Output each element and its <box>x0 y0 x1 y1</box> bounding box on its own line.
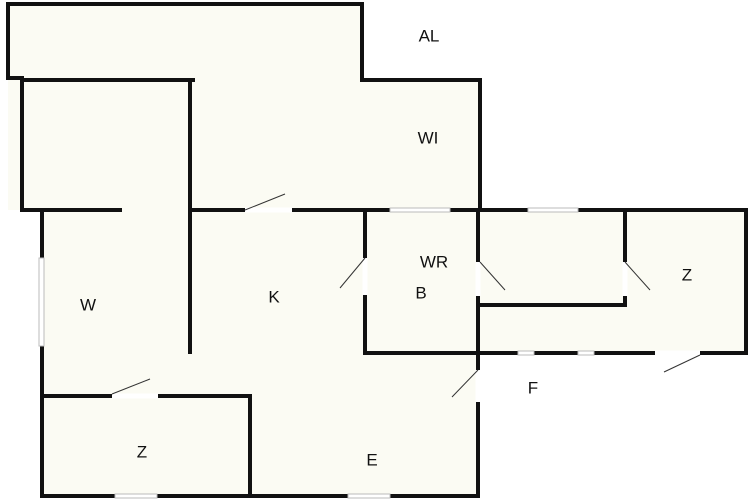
room-right-wing <box>480 210 746 353</box>
label-z-right: Z <box>682 265 692 284</box>
wall-right-wing <box>478 208 748 355</box>
room-k-w-e <box>42 210 478 496</box>
door-k-top <box>244 193 286 211</box>
door-right-wing <box>479 261 506 291</box>
wall-top <box>6 2 482 212</box>
label-b: B <box>415 283 426 302</box>
label-wi: WI <box>418 128 439 147</box>
label-f: F <box>528 378 538 397</box>
room-labels: AL WI WR B Z W K F Z E <box>80 26 692 469</box>
windows <box>38 207 595 499</box>
window-right-bottom-1 <box>517 350 535 356</box>
window-w <box>38 257 45 347</box>
window-right-bottom-2 <box>577 350 595 356</box>
door-z-right <box>624 261 651 291</box>
label-e: E <box>366 450 377 469</box>
door-wr <box>339 257 366 289</box>
window-z-bottom <box>114 493 158 499</box>
window-wr <box>389 207 451 213</box>
door-z-bottom <box>111 378 151 395</box>
door-f <box>451 369 479 398</box>
label-k: K <box>268 287 280 306</box>
label-al: AL <box>419 26 440 45</box>
window-right-wing <box>527 207 579 213</box>
doors <box>111 193 701 402</box>
door-right-entrance <box>663 354 701 373</box>
wall-upper-left <box>6 76 44 212</box>
label-z-bottom: Z <box>137 442 147 461</box>
wall-lower-outer <box>40 208 480 498</box>
room-upper-left <box>22 80 193 210</box>
label-wr: WR <box>420 252 448 271</box>
window-e-bottom <box>347 493 391 499</box>
outer-walls <box>6 2 748 498</box>
room-wr-b <box>365 210 478 353</box>
label-w: W <box>80 295 96 314</box>
